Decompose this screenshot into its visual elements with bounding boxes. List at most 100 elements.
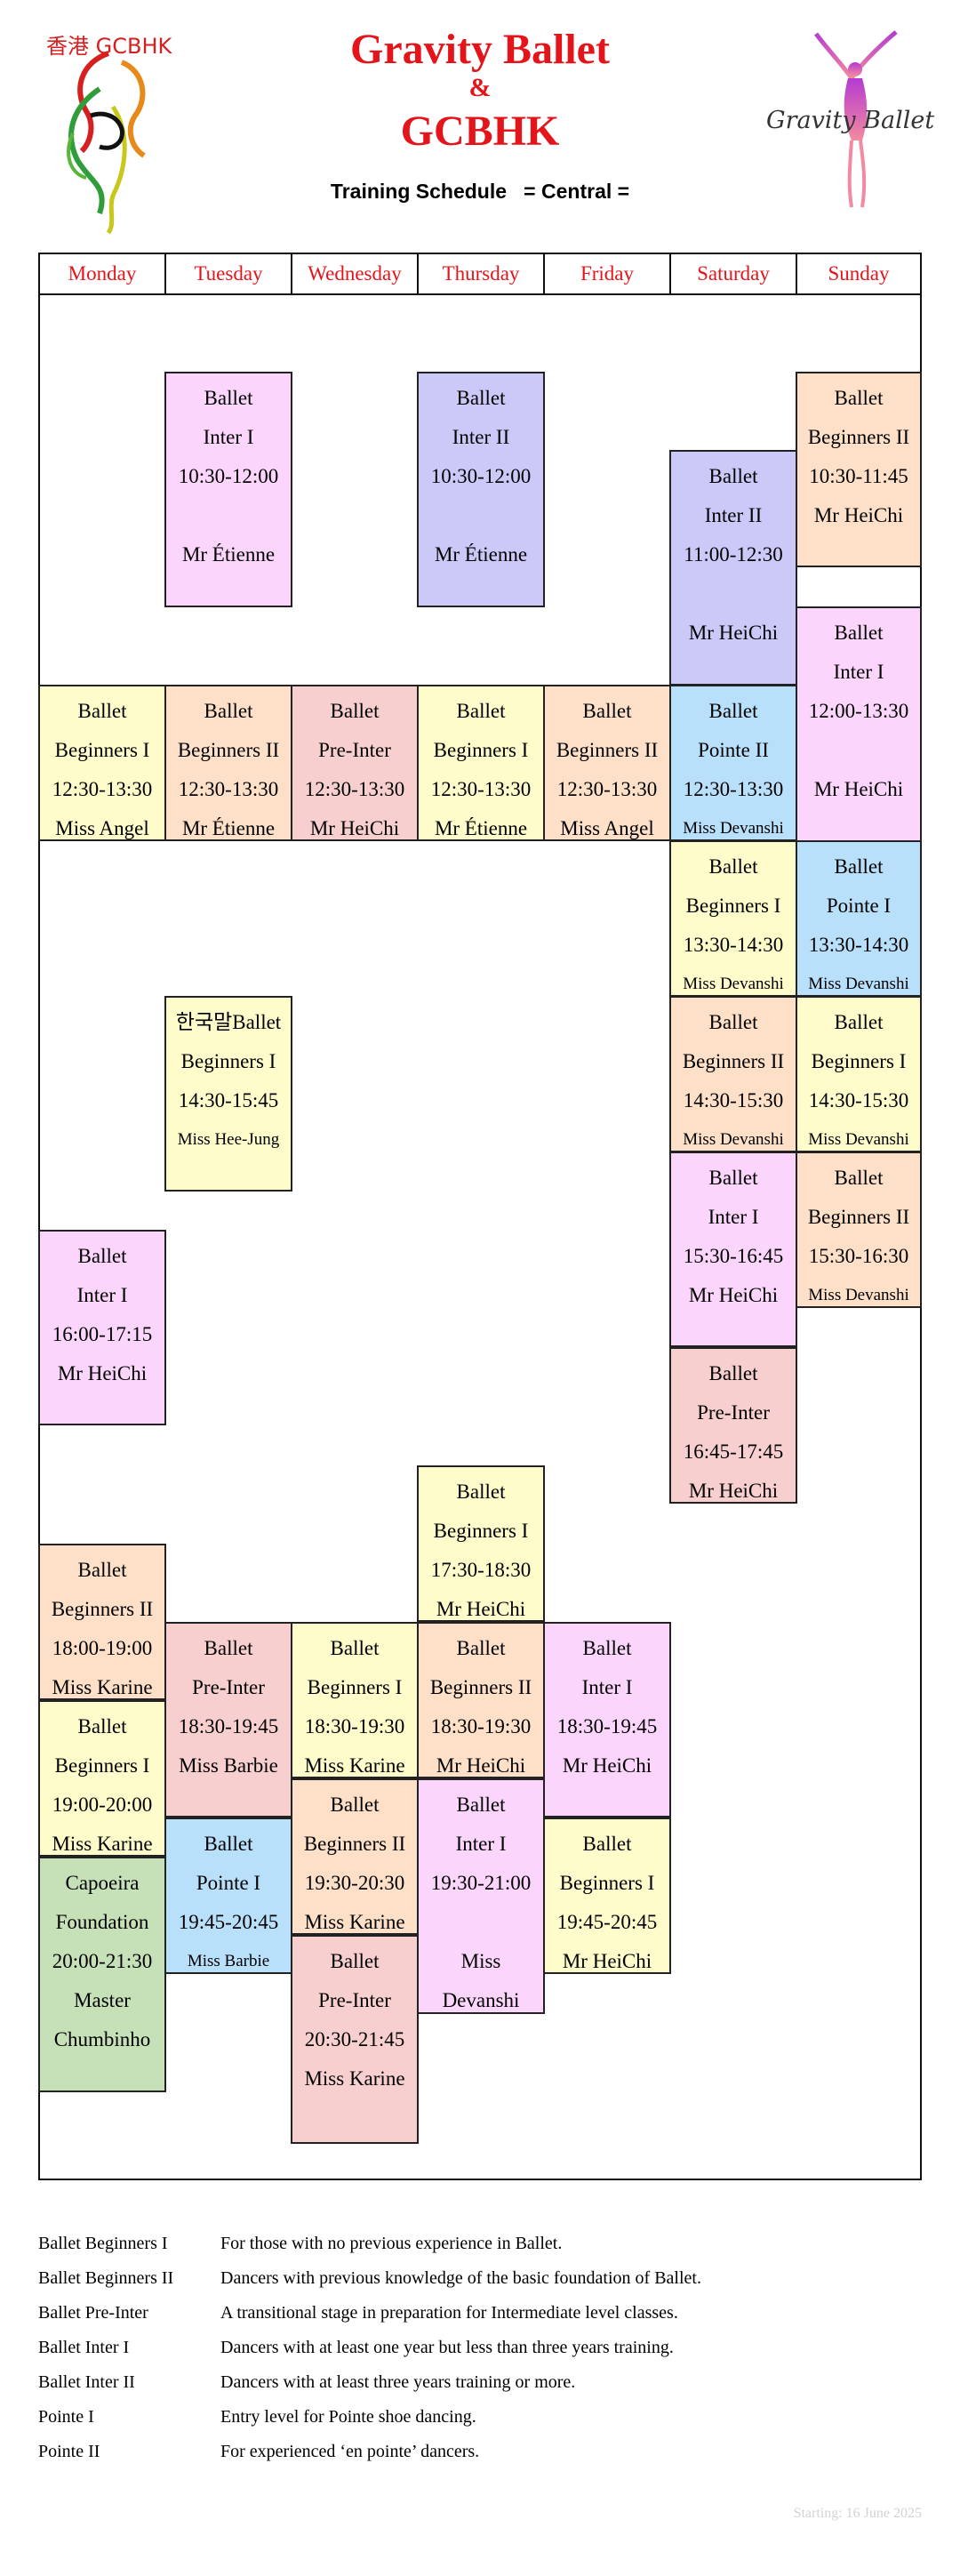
class-block-line: Ballet xyxy=(708,1011,758,1033)
class-block-line xyxy=(671,574,796,614)
day-header-tuesday: Tuesday xyxy=(164,253,292,295)
class-block-line: Pre-Inter xyxy=(318,739,391,761)
class-block-line: 12:30-13:30 xyxy=(683,778,784,800)
page-title-line2: GCBHK xyxy=(400,108,560,155)
class-block-line: Pointe II xyxy=(698,739,769,761)
svg-text:香港 GCBHK Capoeira: 香港 GCBHK Capoeira xyxy=(46,34,180,59)
class-block-line: 18:30-19:30 xyxy=(304,1715,405,1737)
class-block-line: Mr Étienne xyxy=(181,543,276,566)
class-block-line: Ballet xyxy=(708,855,758,878)
class-block-line: Inter II xyxy=(452,426,510,448)
class-block-line: Beginners I xyxy=(433,1520,529,1542)
class-block-line: Pointe I xyxy=(196,1872,261,1894)
class-block-line: Ballet xyxy=(456,387,506,409)
class-block-line: Mr HeiChi xyxy=(688,1284,779,1306)
class-block-line: Mr HeiChi xyxy=(57,1362,148,1384)
schedule-subtitle: Training Schedule = Central = xyxy=(330,180,630,203)
class-block-line: 20:00-21:30 xyxy=(52,1950,153,1972)
class-block-line: Miss Devanshi xyxy=(808,1286,909,1304)
class-block-line: 14:30-15:30 xyxy=(808,1089,909,1111)
class-block-line: Inter I xyxy=(833,661,884,683)
class-block-line: Beginners I xyxy=(811,1050,907,1072)
class-block-line: Beginners I xyxy=(180,1050,276,1072)
svg-text:Gravity Ballet: Gravity Ballet xyxy=(766,107,934,134)
class-block-line: 15:30-16:30 xyxy=(808,1245,909,1267)
class-block-line: Miss Karine xyxy=(52,1676,153,1698)
class-block-line: 10:30-12:00 xyxy=(430,465,532,487)
day-header-monday: Monday xyxy=(38,253,166,295)
class-block-line: 19:30-20:30 xyxy=(304,1872,405,1894)
class-block-line: 18:30-19:45 xyxy=(556,1715,658,1737)
class-block-line: 19:00-20:00 xyxy=(52,1794,153,1816)
class-block-line: Miss Devanshi xyxy=(683,1130,784,1149)
class-block-line: 20:30-21:45 xyxy=(304,2028,405,2050)
day-header-thursday: Thursday xyxy=(417,253,545,295)
class-block-line: Ballet xyxy=(456,1637,506,1659)
class-block-line: Mr HeiChi xyxy=(562,1754,652,1777)
class-block-line: Beginners II xyxy=(807,1206,910,1228)
class-block-line: 17:30-18:30 xyxy=(430,1559,532,1581)
class-block-line: 16:45-17:45 xyxy=(683,1440,784,1463)
class-block-line: Ballet xyxy=(708,1362,758,1384)
class-block-line: 12:30-13:30 xyxy=(304,778,405,800)
class-block-line: Foundation xyxy=(55,1911,149,1933)
legend-level-description: A transitional stage in preparation for … xyxy=(220,2303,678,2323)
class-block-line: Master xyxy=(74,1989,131,2011)
class-block-line xyxy=(166,496,291,535)
class-block-line: Mr Étienne xyxy=(434,817,528,839)
class-block-line: Ballet xyxy=(708,1167,758,1189)
legend-level-description: Entry level for Pointe shoe dancing. xyxy=(220,2407,476,2427)
start-date-note: Starting: 16 June 2025 xyxy=(793,2506,922,2521)
class-block-line: Miss Devanshi xyxy=(808,1130,909,1149)
class-block-line: Ballet xyxy=(456,1481,506,1503)
class-block-line: 14:30-15:45 xyxy=(178,1089,279,1111)
legend-level-name: Ballet Pre-Inter xyxy=(38,2303,148,2323)
class-block-line: Ballet xyxy=(582,1833,632,1855)
class-block-line xyxy=(797,731,920,770)
class-block-line: Inter I xyxy=(203,426,254,448)
class-block-line: Miss Karine xyxy=(304,2067,405,2090)
class-block-line: Miss Devanshi xyxy=(683,975,784,993)
class-block-line: Beginners I xyxy=(559,1872,655,1894)
day-header-friday: Friday xyxy=(543,253,671,295)
class-block-line: Ballet xyxy=(77,1559,127,1581)
class-block-line: Mr HeiChi xyxy=(688,622,779,644)
class-block-line: Miss xyxy=(460,1950,501,1972)
class-block-line: Inter I xyxy=(76,1284,128,1306)
legend-level-description: For those with no previous experience in… xyxy=(220,2234,563,2253)
class-block-line: Ballet xyxy=(204,1833,253,1855)
class-block-line: Miss Devanshi xyxy=(683,819,784,838)
class-block-line: Pointe I xyxy=(826,895,892,917)
class-block-line: 한국말Ballet xyxy=(175,1011,282,1033)
class-block-line: 19:45-20:45 xyxy=(556,1911,658,1933)
gcbhk-capoeira-logo: 香港 GCBHK Capoeira xyxy=(46,34,180,235)
class-block-line: Miss Barbie xyxy=(187,1952,270,1970)
class-block-line: 18:30-19:45 xyxy=(178,1715,279,1737)
class-block-line: 12:30-13:30 xyxy=(178,778,279,800)
class-block-line: Beginners II xyxy=(51,1598,154,1620)
page-title-line1: Gravity Ballet xyxy=(350,26,610,73)
class-block-line: Beginners I xyxy=(307,1676,403,1698)
class-block-line: 12:30-13:30 xyxy=(430,778,532,800)
class-block-line: Miss Hee-Jung xyxy=(177,1130,280,1149)
legend-level-name: Ballet Beginners II xyxy=(38,2268,174,2288)
class-block-line: Ballet xyxy=(77,1715,127,1737)
class-block-line: Inter I xyxy=(708,1206,759,1228)
class-block-line: Pre-Inter xyxy=(318,1989,391,2011)
class-block-line: Beginners II xyxy=(682,1050,785,1072)
